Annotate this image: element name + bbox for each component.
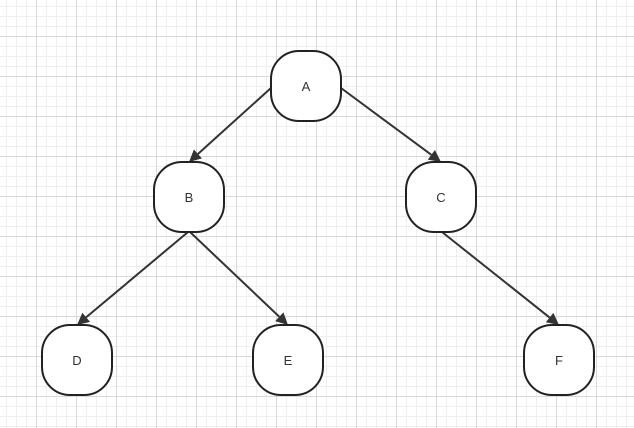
- node-c[interactable]: C: [405, 161, 477, 233]
- node-label: B: [185, 190, 194, 205]
- node-shape: [41, 324, 113, 396]
- nodes-layer: A B C D E F: [41, 50, 595, 396]
- node-f[interactable]: F: [523, 324, 595, 396]
- edge-line: [340, 87, 432, 156]
- node-b[interactable]: B: [153, 161, 225, 233]
- node-label: C: [436, 190, 445, 205]
- node-shape: [405, 161, 477, 233]
- node-shape: [523, 324, 595, 396]
- edge-line: [189, 231, 280, 318]
- edge-a-c[interactable]: [340, 87, 441, 162]
- node-d[interactable]: D: [41, 324, 113, 396]
- node-label: D: [72, 353, 81, 368]
- arrow-head-icon: [275, 312, 288, 325]
- arrow-head-icon: [427, 150, 441, 162]
- edge-line: [85, 231, 189, 319]
- node-shape: [270, 50, 342, 122]
- edge-a-b[interactable]: [189, 87, 272, 162]
- edge-line: [197, 87, 272, 155]
- edge-b-d[interactable]: [77, 231, 189, 325]
- node-shape: [252, 324, 324, 396]
- arrow-head-icon: [77, 312, 91, 325]
- arrow-head-icon: [189, 149, 202, 162]
- node-label: E: [284, 353, 293, 368]
- node-a[interactable]: A: [270, 50, 342, 122]
- edge-b-e[interactable]: [189, 231, 288, 325]
- edge-line: [441, 231, 551, 319]
- node-label: F: [555, 353, 563, 368]
- arrow-head-icon: [545, 312, 559, 325]
- edge-c-f[interactable]: [441, 231, 559, 325]
- node-label: A: [302, 79, 311, 94]
- edges-layer: [77, 87, 559, 325]
- node-shape: [153, 161, 225, 233]
- node-e[interactable]: E: [252, 324, 324, 396]
